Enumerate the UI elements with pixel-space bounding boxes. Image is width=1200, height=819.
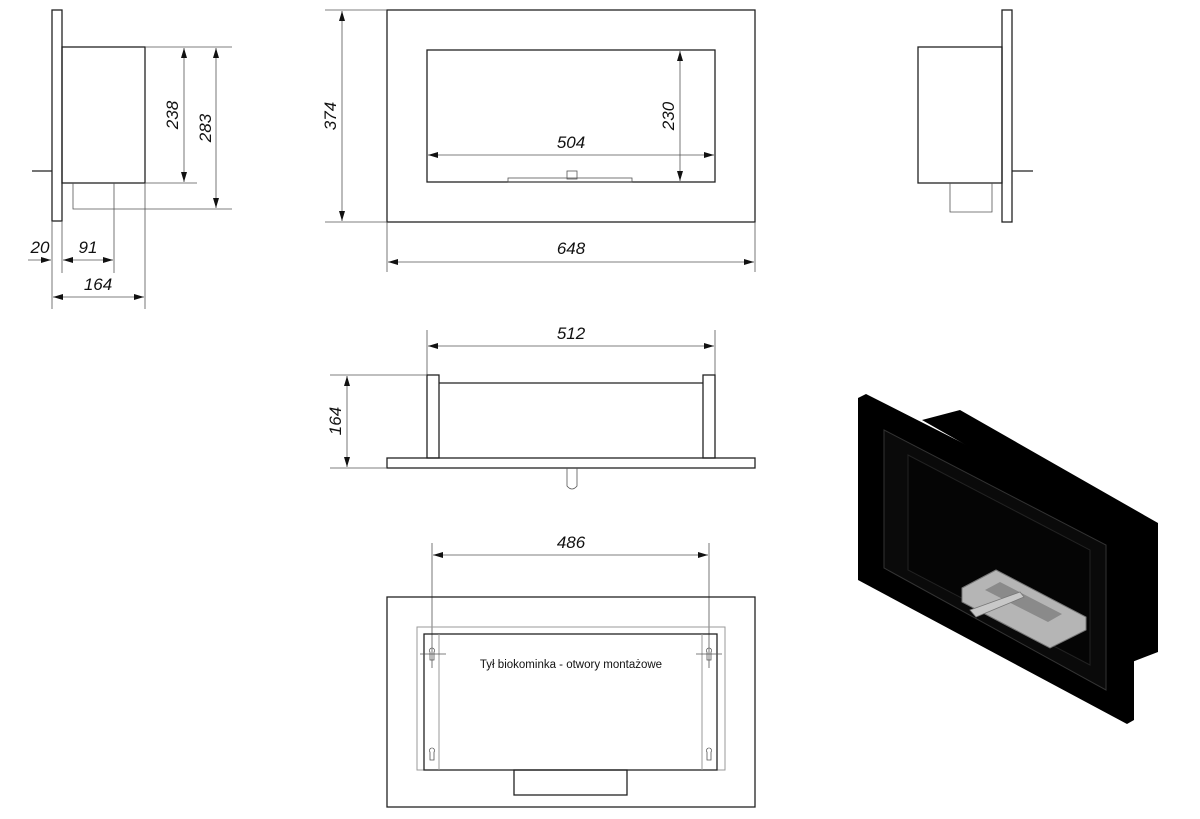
dim-91: 91 — [79, 238, 98, 257]
dim-283: 283 — [196, 113, 215, 143]
dim-486: 486 — [557, 533, 586, 552]
back-view: 486 Tył biokominka - otwory montażowe — [386, 533, 756, 808]
dim-648: 648 — [557, 239, 586, 258]
keyhole-icon — [420, 647, 446, 661]
dim-512: 512 — [557, 324, 586, 343]
dim-164-side: 164 — [84, 275, 112, 294]
fireplace-3d-render — [858, 394, 1158, 724]
left-side-view: 238 283 20 91 164 — [28, 9, 232, 309]
dim-164-top: 164 — [326, 407, 345, 435]
dim-238: 238 — [163, 100, 182, 130]
front-view: 374 230 504 648 — [321, 9, 756, 272]
dim-504: 504 — [557, 133, 585, 152]
dim-230: 230 — [659, 101, 678, 131]
dim-20: 20 — [30, 238, 50, 257]
dim-374: 374 — [321, 102, 340, 130]
top-view: 512 164 — [326, 324, 756, 490]
mounting-holes-note: Tył biokominka - otwory montażowe — [480, 659, 662, 671]
keyhole-icon — [706, 747, 712, 761]
keyhole-icon — [696, 647, 722, 661]
right-side-view — [917, 9, 1033, 223]
keyhole-icon — [429, 747, 435, 761]
